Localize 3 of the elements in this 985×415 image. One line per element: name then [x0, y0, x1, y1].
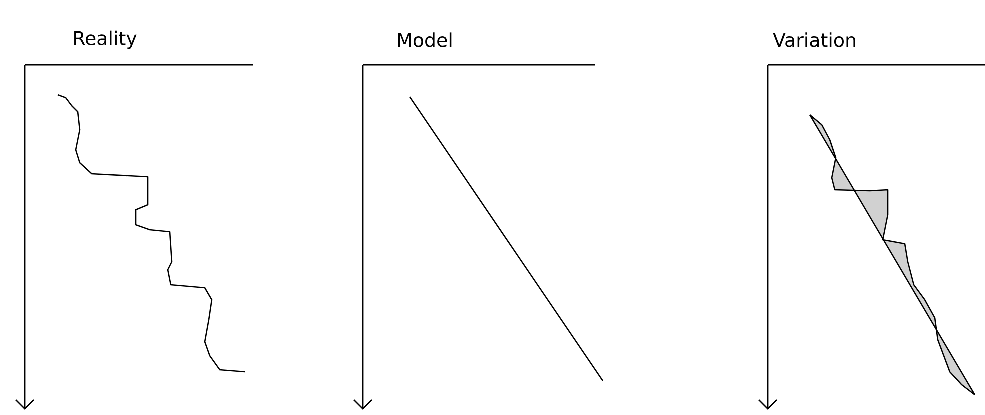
panel-title: Model	[398, 32, 452, 48]
panel-title: Reality	[74, 30, 137, 50]
panel-title: Variation	[773, 32, 856, 48]
